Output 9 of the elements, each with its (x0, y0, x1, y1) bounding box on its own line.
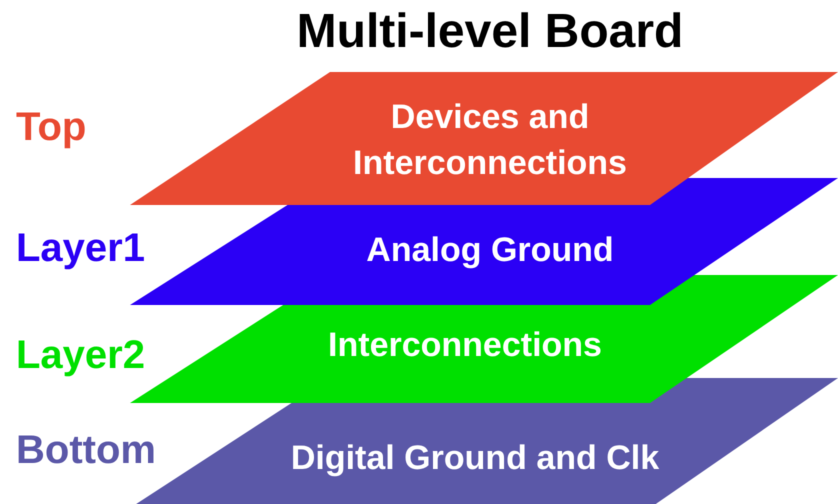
plane-label: Devices and Interconnections (353, 97, 627, 184)
layer-name: Layer1 (16, 225, 145, 272)
plane-label: Digital Ground and Clk (290, 438, 660, 479)
layer-name: Layer2 (16, 332, 145, 379)
layer-name: Top (16, 104, 86, 151)
diagram-title: Multi-level Board (296, 4, 684, 60)
plane-label: Analog Ground (366, 230, 614, 271)
layer-name: Bottom (16, 427, 156, 474)
plane-label: Interconnections (328, 325, 602, 366)
